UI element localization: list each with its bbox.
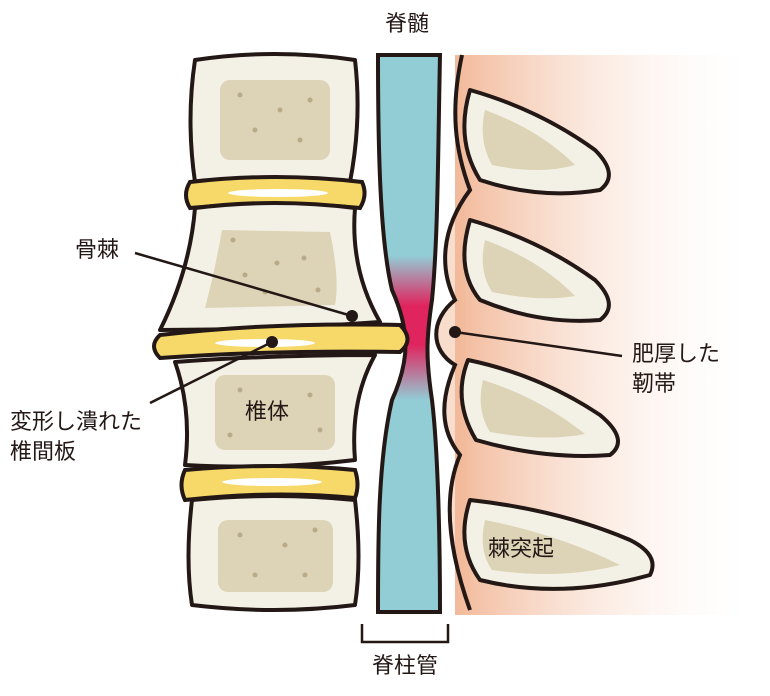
ligament-leader — [454, 330, 623, 358]
spinal-canal-bracket — [360, 624, 450, 644]
vertebra-1 — [188, 52, 360, 188]
label-disc-line2: 椎間板 — [10, 440, 77, 465]
spinous-process-4 — [462, 498, 655, 591]
label-deformed-disc: 変形し潰れた 椎間板 — [10, 408, 142, 468]
spinous-process-2 — [462, 218, 611, 323]
vertebral-body — [173, 353, 377, 469]
disc-leader — [149, 340, 273, 405]
vertebra-2 — [158, 201, 382, 332]
label-ligament-line2: 靭帯 — [632, 372, 677, 397]
label-spinous-process: 棘突起 — [488, 537, 555, 562]
spinous-process-3 — [459, 358, 620, 458]
label-spinal-canal: 脊柱管 — [372, 654, 439, 679]
label-thickened-ligament: 肥厚した 靭帯 — [632, 340, 720, 400]
bone-dots — [227, 92, 323, 578]
label-spinal-cord: 脊髄 — [385, 12, 430, 37]
label-disc-line1: 変形し潰れた — [10, 410, 143, 435]
osteophyte-leader — [134, 251, 353, 318]
vertebra-4 — [186, 494, 361, 612]
spinous-process-1 — [462, 88, 611, 196]
label-vertebral-body: 椎体 — [245, 400, 290, 425]
spinal-cord — [375, 53, 443, 614]
label-ligament-line1: 肥厚した — [632, 342, 721, 367]
label-osteophyte: 骨棘 — [75, 238, 120, 263]
